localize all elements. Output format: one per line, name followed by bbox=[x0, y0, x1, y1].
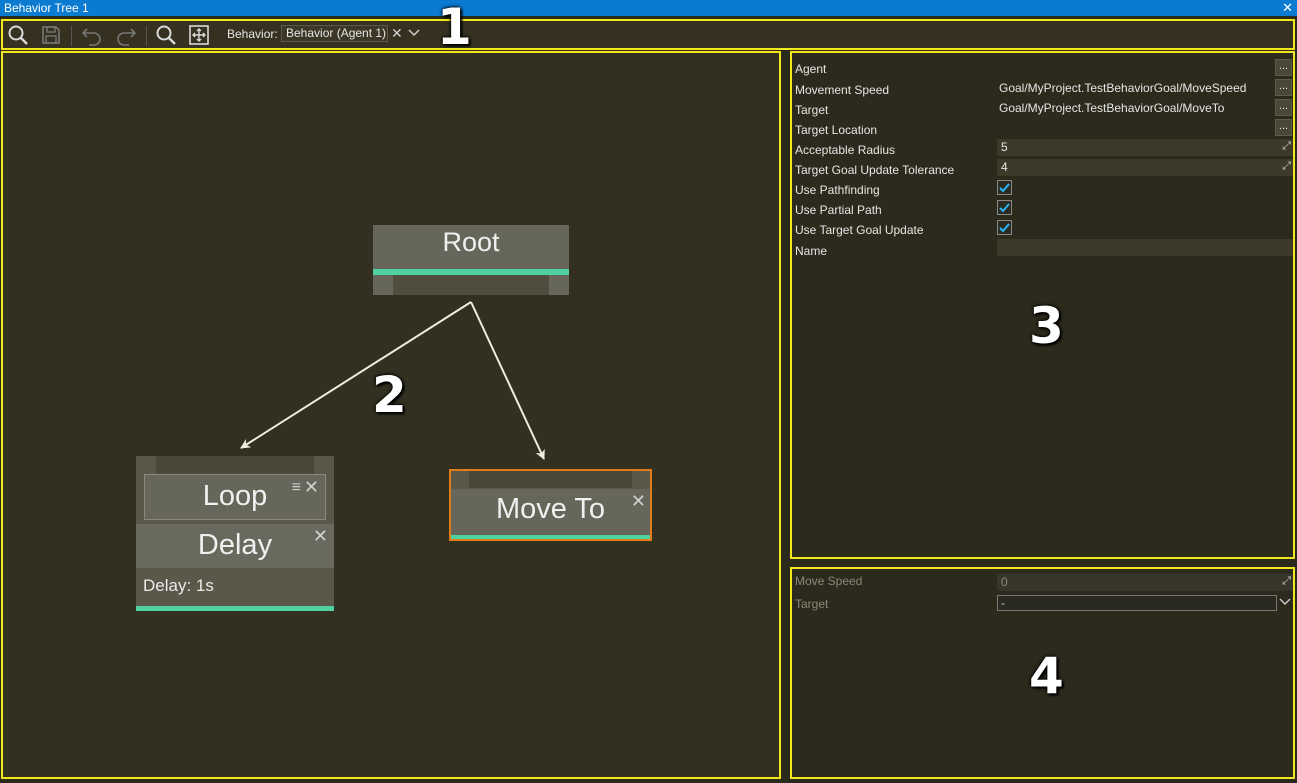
property-label: Agent bbox=[795, 62, 827, 76]
connection-root-loop bbox=[240, 301, 472, 449]
target-dropdown[interactable]: - bbox=[997, 595, 1277, 611]
window-titlebar: Behavior Tree 1 ✕ bbox=[0, 0, 1297, 16]
annotation-number-4: 4 bbox=[1029, 647, 1064, 705]
menu-icon[interactable]: ≡ bbox=[291, 479, 301, 496]
annotation-number-2: 2 bbox=[372, 366, 407, 424]
property-agent: Agent ... bbox=[795, 59, 1292, 79]
property-use-partial-path: Use Partial Path bbox=[795, 199, 1291, 219]
chevron-down-icon[interactable] bbox=[407, 27, 421, 39]
browse-button[interactable]: ... bbox=[1275, 59, 1292, 76]
browse-button[interactable]: ... bbox=[1275, 119, 1292, 136]
property-target-location: Target Location ... bbox=[795, 119, 1292, 139]
root-node-pin[interactable] bbox=[549, 275, 569, 295]
property-target-goal-update-tolerance: Target Goal Update Tolerance 4 ⤢ bbox=[795, 159, 1293, 179]
property-label: Target bbox=[795, 597, 829, 611]
move-speed-input[interactable]: 0 ⤢ bbox=[997, 574, 1293, 591]
connection-root-moveto bbox=[470, 301, 545, 460]
window-close-button[interactable]: ✕ bbox=[1282, 0, 1293, 15]
checkmark-icon bbox=[999, 203, 1010, 213]
property-use-target-goal-update: Use Target Goal Update bbox=[795, 219, 1291, 239]
move-to-node-header: Move To ✕ bbox=[451, 489, 650, 535]
resize-icon[interactable]: ⤢ bbox=[1282, 140, 1291, 152]
property-label: Target bbox=[795, 103, 829, 117]
move-to-node[interactable]: Move To ✕ bbox=[449, 469, 652, 541]
close-icon[interactable]: ✕ bbox=[303, 477, 319, 497]
behavior-label: Behavior: bbox=[227, 27, 278, 41]
browse-button[interactable]: ... bbox=[1275, 99, 1292, 116]
close-icon[interactable]: ✕ bbox=[312, 526, 328, 546]
property-value[interactable]: Goal/MyProject.TestBehaviorGoal/MoveTo bbox=[999, 101, 1225, 115]
dropdown-value: - bbox=[1001, 596, 1005, 610]
undo-icon[interactable] bbox=[81, 24, 103, 46]
root-node-title: Root bbox=[442, 227, 500, 257]
delay-node-header: Delay ✕ bbox=[136, 524, 334, 568]
property-label: Target Location bbox=[795, 123, 878, 137]
acceptable-radius-input[interactable]: 5 ⤢ bbox=[997, 139, 1293, 156]
behavior-graph-canvas[interactable]: Root Loop ≡ ✕ Delay ✕ Delay: 1s Move To … bbox=[1, 51, 781, 779]
resize-icon[interactable]: ⤢ bbox=[1282, 575, 1291, 587]
property-acceptable-radius: Acceptable Radius 5 ⤢ bbox=[795, 139, 1293, 159]
property-name: Name bbox=[795, 239, 1293, 259]
loop-decorator-title: Loop bbox=[202, 480, 268, 512]
behavior-clear-button[interactable]: ✕ bbox=[391, 25, 403, 41]
root-node-status-bar bbox=[373, 269, 569, 275]
window-title: Behavior Tree 1 bbox=[4, 1, 89, 15]
fit-view-icon[interactable] bbox=[188, 24, 210, 46]
node-input-pin[interactable] bbox=[469, 471, 632, 488]
goal-properties-panel: Move Speed 0 ⤢ Target - bbox=[790, 567, 1295, 779]
property-label: Target Goal Update Tolerance bbox=[795, 163, 955, 177]
use-partial-path-checkbox[interactable] bbox=[997, 200, 1012, 215]
property-label: Move Speed bbox=[795, 574, 863, 588]
move-to-node-status-bar bbox=[451, 535, 650, 539]
delay-node-description: Delay: 1s bbox=[143, 576, 214, 595]
chevron-down-icon[interactable] bbox=[1279, 597, 1291, 607]
root-node-header: Root bbox=[373, 225, 569, 269]
zoom-icon[interactable] bbox=[155, 24, 177, 46]
property-use-pathfinding: Use Pathfinding bbox=[795, 179, 1291, 199]
root-node-pin[interactable] bbox=[373, 275, 393, 295]
property-movement-speed: Movement Speed Goal/MyProject.TestBehavi… bbox=[795, 79, 1292, 99]
delay-node-status-bar bbox=[136, 606, 334, 611]
loop-delay-node[interactable]: Loop ≡ ✕ Delay ✕ Delay: 1s bbox=[136, 456, 334, 611]
loop-decorator[interactable]: Loop ≡ ✕ bbox=[144, 474, 326, 520]
checkmark-icon bbox=[999, 183, 1010, 193]
resize-icon[interactable]: ⤢ bbox=[1282, 160, 1291, 172]
checkmark-icon bbox=[999, 223, 1010, 233]
field-value: 4 bbox=[1001, 160, 1008, 174]
redo-icon[interactable] bbox=[115, 24, 137, 46]
name-input[interactable] bbox=[997, 239, 1293, 256]
property-label: Movement Speed bbox=[795, 83, 890, 97]
use-target-goal-update-checkbox[interactable] bbox=[997, 220, 1012, 235]
browse-button[interactable]: ... bbox=[1275, 79, 1292, 96]
goal-property-move-speed: Move Speed 0 ⤢ bbox=[795, 574, 1293, 594]
toolbar: Behavior: Behavior (Agent 1) ✕ bbox=[1, 19, 1295, 50]
search-icon[interactable] bbox=[7, 24, 29, 46]
property-label: Use Pathfinding bbox=[795, 183, 880, 197]
property-label: Name bbox=[795, 244, 828, 258]
graph-connections bbox=[240, 301, 545, 460]
root-node[interactable]: Root bbox=[373, 225, 569, 295]
behavior-picker[interactable]: Behavior (Agent 1) bbox=[281, 25, 388, 42]
properties-panel: Agent ... Movement Speed Goal/MyProject.… bbox=[790, 51, 1295, 559]
property-target: Target Goal/MyProject.TestBehaviorGoal/M… bbox=[795, 99, 1292, 119]
move-to-node-title: Move To bbox=[495, 493, 606, 525]
property-label: Use Target Goal Update bbox=[795, 223, 924, 237]
annotation-number-1: 1 bbox=[437, 0, 472, 56]
close-icon[interactable]: ✕ bbox=[630, 491, 646, 511]
toolbar-separator bbox=[146, 26, 147, 46]
property-label: Acceptable Radius bbox=[795, 143, 896, 157]
tolerance-input[interactable]: 4 ⤢ bbox=[997, 159, 1293, 176]
use-pathfinding-checkbox[interactable] bbox=[997, 180, 1012, 195]
delay-node-title: Delay bbox=[197, 529, 273, 561]
goal-property-target: Target - bbox=[795, 595, 1291, 615]
annotation-number-3: 3 bbox=[1029, 297, 1064, 355]
property-value[interactable]: Goal/MyProject.TestBehaviorGoal/MoveSpee… bbox=[999, 81, 1247, 95]
node-input-pin[interactable] bbox=[156, 456, 314, 474]
toolbar-separator bbox=[71, 26, 72, 46]
property-label: Use Partial Path bbox=[795, 203, 882, 217]
save-icon[interactable] bbox=[40, 24, 62, 46]
field-value: 0 bbox=[1001, 575, 1008, 589]
field-value: 5 bbox=[1001, 140, 1008, 154]
